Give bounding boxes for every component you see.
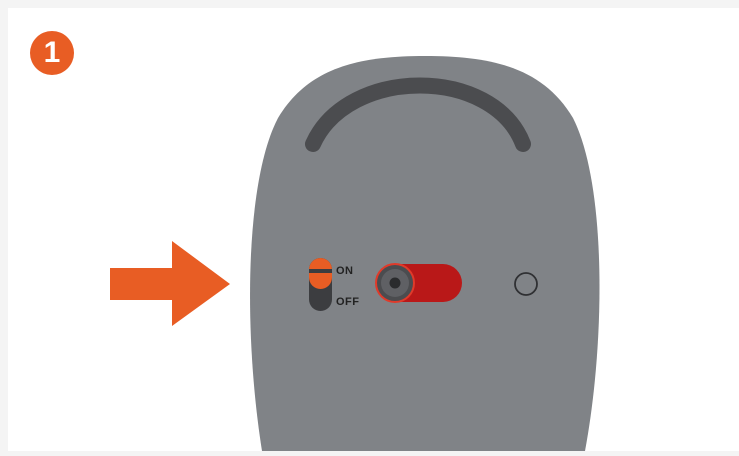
arrow-right-icon — [110, 241, 230, 326]
optical-sensor-icon — [376, 264, 462, 302]
toggle-switch-icon[interactable] — [309, 258, 332, 311]
illustration-frame: 1 ON OFF — [8, 8, 739, 451]
scene-illustration: ON OFF — [8, 8, 739, 451]
switch-on-label: ON — [336, 265, 354, 277]
switch-divider — [309, 269, 332, 273]
mouse-bottom-icon — [250, 56, 599, 451]
switch-off-label: OFF — [336, 296, 360, 308]
mouse-body — [250, 56, 599, 451]
switch-knob — [309, 258, 332, 289]
